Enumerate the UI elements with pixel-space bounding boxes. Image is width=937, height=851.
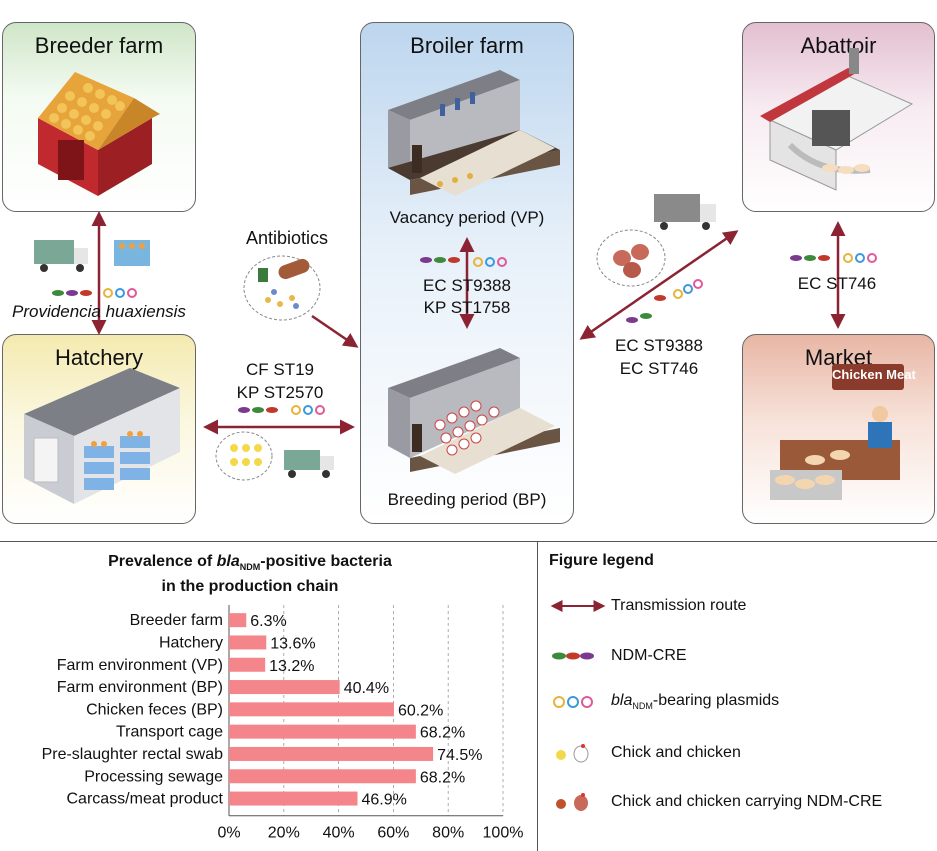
legend-cre-label: NDM-CRE — [611, 647, 687, 664]
hatchery-illustration — [24, 368, 180, 504]
category-label: Farm environment (VP) — [57, 657, 223, 674]
breeding-house-illustration — [388, 348, 560, 474]
antibiotics-circle-illustration — [243, 255, 321, 321]
bacteria-plasmid-cluster-transport — [626, 279, 703, 323]
bacteria-plasmid-cluster-abattoir — [790, 253, 877, 263]
bacteria-plasmid-cluster-broiler — [420, 257, 507, 267]
antibiotics-label: Antibiotics — [245, 228, 329, 248]
arrow-antibiotics — [311, 314, 359, 348]
value-label: 74.5% — [437, 747, 482, 764]
bar — [229, 746, 434, 761]
bar — [229, 613, 247, 628]
legend-row-plasmid: blaNDM-bearing plasmids — [549, 690, 779, 714]
bar — [229, 702, 394, 717]
value-label: 40.4% — [344, 680, 389, 697]
vp-bp-strain-2: KP ST1758 — [423, 298, 511, 317]
bar — [229, 724, 416, 739]
legend-route-label: Transmission route — [611, 597, 747, 614]
legend-row-route: Transmission route — [549, 594, 746, 618]
legend-plasmid-sub: NDM — [632, 701, 653, 712]
chick-chicken-icon — [556, 744, 589, 763]
providencia-text: Providencia huaxiensis — [12, 302, 186, 321]
chart-title-gene: bla — [216, 553, 240, 570]
legend-plasmid-gene: bla — [611, 692, 633, 710]
hatchery-strain-1: CF ST19 — [245, 360, 315, 379]
bar — [229, 635, 267, 650]
bacteria-plasmid-cluster-breeder — [52, 288, 137, 298]
section-divider-horizontal — [0, 541, 937, 542]
chicks-truck-illustration — [215, 431, 334, 481]
plasmid-icon — [553, 696, 593, 708]
chart-title: Prevalence of blaNDM-positive bacteria i… — [40, 552, 460, 597]
abattoir-title: Abattoir — [800, 33, 877, 58]
category-label: Farm environment (BP) — [57, 679, 223, 696]
legend-plasmid-label: blaNDM-bearing plasmids — [611, 692, 779, 711]
bar — [229, 769, 416, 784]
providencia-label: Providencia huaxiensis — [0, 302, 198, 322]
abattoir-illustration — [760, 48, 914, 191]
legend-plasmid-post: -bearing plasmids — [652, 692, 780, 710]
route-arrow-icon — [550, 600, 606, 612]
category-label: Carcass/meat product — [66, 791, 223, 808]
vp-label: Vacancy period (VP) — [389, 208, 545, 227]
chick-chicken-cre-icon — [556, 793, 588, 811]
chart-title-pre: Prevalence of — [108, 553, 217, 570]
vp-bp-strain-1: EC ST9388 — [423, 276, 511, 295]
arrow-broiler-abattoir — [579, 230, 739, 340]
x-tick-label: 80% — [432, 825, 464, 842]
bp-label: Breeding period (BP) — [387, 490, 547, 509]
market-sign: Chicken Meat — [832, 367, 916, 382]
bacteria-plasmid-cluster-hatchery — [238, 405, 325, 415]
bar — [229, 657, 266, 672]
chart-title-line2: in the production chain — [161, 578, 339, 596]
bacteria-icon — [552, 652, 594, 660]
prevalence-bar-chart: 0% 20% 40% 60% 80% 100% Breeder farm 6.3% Hatche… — [42, 605, 524, 842]
value-label: 68.2% — [420, 769, 465, 786]
value-label: 68.2% — [420, 725, 465, 742]
broiler-farm-title: Broiler farm — [410, 33, 524, 58]
transport-strain-2: EC ST746 — [619, 359, 699, 378]
legend-title: Figure legend — [549, 552, 654, 569]
bar — [229, 791, 358, 806]
legend-row-chick-cre: Chick and chicken carrying NDM-CRE — [549, 790, 882, 814]
breeder-farm-title: Breeder farm — [34, 33, 164, 58]
x-tick-label: 20% — [268, 825, 300, 842]
egg-crate-illustration — [114, 240, 150, 266]
value-label: 60.2% — [398, 702, 443, 719]
market-stall-illustration — [770, 364, 904, 500]
diagram-illustrations — [24, 48, 914, 504]
transport-strain-1: EC ST9388 — [615, 336, 703, 355]
category-label: Hatchery — [159, 634, 223, 651]
value-label: 13.6% — [270, 635, 315, 652]
chart-title-sub: NDM — [239, 562, 261, 573]
category-label: Pre-slaughter rectal swab — [42, 746, 224, 763]
value-label: 46.9% — [362, 792, 407, 809]
chicken-circle-illustration — [596, 229, 666, 287]
legend-row-chick: Chick and chicken — [549, 741, 741, 765]
truck-breeder-illustration — [34, 240, 88, 272]
hatchery-title: Hatchery — [54, 345, 144, 370]
breeder-barn-illustration — [38, 72, 160, 196]
category-label: Transport cage — [116, 724, 223, 741]
legend-chick-cre-label: Chick and chicken carrying NDM-CRE — [611, 793, 883, 810]
x-tick-label: 0% — [217, 825, 240, 842]
legend-row-cre: NDM-CRE — [549, 644, 687, 668]
x-tick-label: 40% — [323, 825, 355, 842]
chart-title-post: -positive bacteria — [260, 553, 392, 570]
x-tick-label: 60% — [377, 825, 409, 842]
x-tick-label: 100% — [483, 825, 524, 842]
vacancy-house-illustration — [388, 70, 560, 196]
section-divider-vertical — [537, 541, 538, 851]
hatchery-strain-2: KP ST2570 — [236, 383, 324, 402]
value-label: 6.3% — [250, 613, 286, 630]
legend-chick-label: Chick and chicken — [611, 744, 741, 761]
truck-abattoir-illustration — [654, 194, 716, 230]
category-label: Processing sewage — [84, 768, 223, 785]
abattoir-market-strain: EC ST746 — [797, 274, 877, 293]
category-label: Chicken feces (BP) — [86, 701, 223, 718]
category-label: Breeder farm — [130, 612, 223, 629]
value-label: 13.2% — [269, 658, 314, 675]
bar — [229, 680, 340, 695]
